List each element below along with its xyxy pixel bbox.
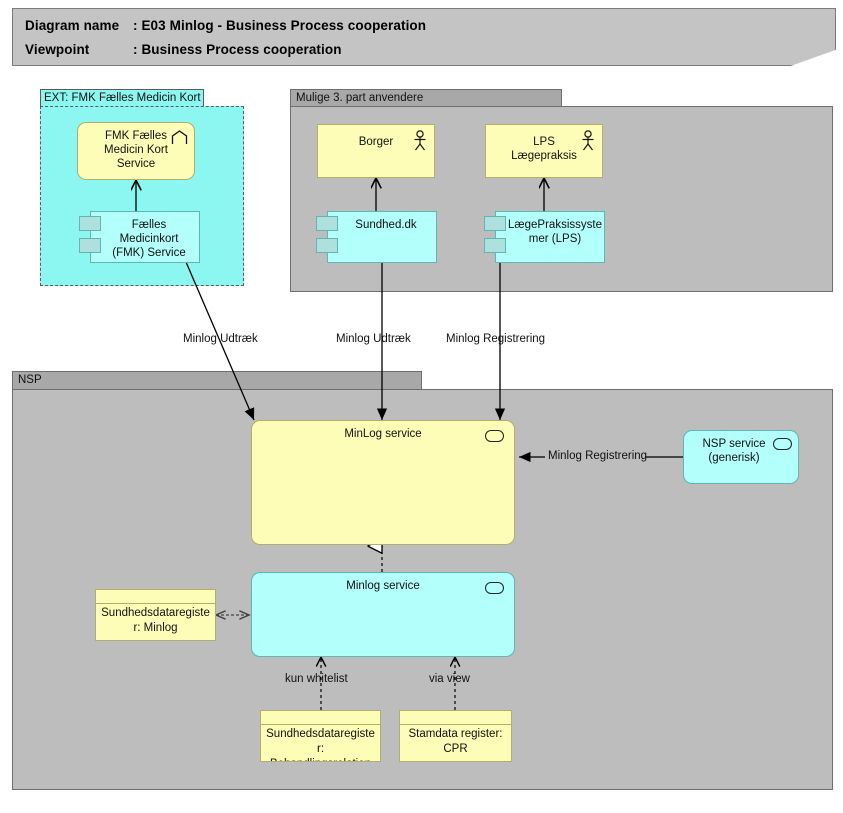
node-stamdata-register-cpr-label: Stamdata register:CPR xyxy=(408,728,503,755)
viewpoint-sep: : xyxy=(133,42,142,57)
component-port-icon xyxy=(316,216,338,231)
node-borger-label: Borger xyxy=(358,136,394,148)
edge-label-minlog-udtraek-fmk: Minlog Udtræk xyxy=(183,333,258,345)
node-minlog-service-app-label: MinLog service xyxy=(344,428,422,440)
diagram-name-key: Diagram name xyxy=(25,18,120,33)
group-tab-third-party[interactable] xyxy=(290,89,562,107)
node-nsp-service-generisk-label: NSP service(generisk) xyxy=(702,438,766,464)
component-port-icon xyxy=(484,238,506,253)
viewpoint-value: Business Process cooperation xyxy=(141,42,342,57)
edge-label-kun-whitelist: kun whitelist xyxy=(285,673,348,685)
actor-icon xyxy=(412,130,428,152)
diagram-title-box: Diagram name: E03 Minlog - Business Proc… xyxy=(12,8,836,66)
component-port-icon xyxy=(484,216,506,231)
node-stamdata-register-cpr[interactable]: Stamdata register:CPR xyxy=(399,710,512,762)
viewpoint-line: Viewpoint: Business Process cooperation xyxy=(25,42,342,57)
edge-label-minlog-udtraek-sundhed: Minlog Udtræk xyxy=(336,333,411,345)
edge-label-minlog-registrering-lps: Minlog Registrering xyxy=(446,333,546,345)
node-minlog-service-tech-label: Minlog service xyxy=(346,580,420,592)
node-sundhed-dk[interactable]: Sundhed.dk xyxy=(327,211,437,263)
note-header-strip xyxy=(400,711,511,725)
viewpoint-key: Viewpoint xyxy=(25,42,90,57)
service-oval-icon xyxy=(485,430,504,442)
group-label-ext-fmk: EXT: FMK Fælles Medicin Kort xyxy=(44,92,201,104)
node-minlog-service-app[interactable]: MinLog service xyxy=(251,420,515,545)
actor-icon xyxy=(580,130,596,152)
node-minlog-service-tech[interactable]: Minlog service xyxy=(251,572,515,657)
service-oval-icon xyxy=(773,438,792,450)
component-port-icon xyxy=(79,216,101,231)
node-sundhed-dk-label: Sundhed.dk xyxy=(355,219,417,231)
edge-label-minlog-registrering-nsp: Minlog Registrering xyxy=(548,450,648,462)
note-header-strip xyxy=(96,590,215,604)
group-tab-ext-fmk[interactable] xyxy=(40,89,204,107)
group-label-nsp: NSP xyxy=(18,374,42,386)
edge-label-via-view: via view xyxy=(429,673,470,685)
chevron-up-icon xyxy=(171,130,188,145)
group-tab-nsp[interactable] xyxy=(12,371,422,390)
component-port-icon xyxy=(316,238,338,253)
note-header-strip xyxy=(261,711,380,725)
service-oval-icon xyxy=(485,582,504,594)
diagram-name-value: E03 Minlog - Business Process cooperatio… xyxy=(141,18,427,33)
diagram-name-sep: : xyxy=(133,18,142,33)
diagram-name-line: Diagram name: E03 Minlog - Business Proc… xyxy=(25,18,426,33)
group-label-third-party: Mulige 3. part anvendere xyxy=(296,92,424,104)
component-port-icon xyxy=(79,238,101,253)
node-borger[interactable]: Borger xyxy=(317,124,435,178)
node-nsp-service-generisk[interactable]: NSP service(generisk) xyxy=(683,430,799,484)
